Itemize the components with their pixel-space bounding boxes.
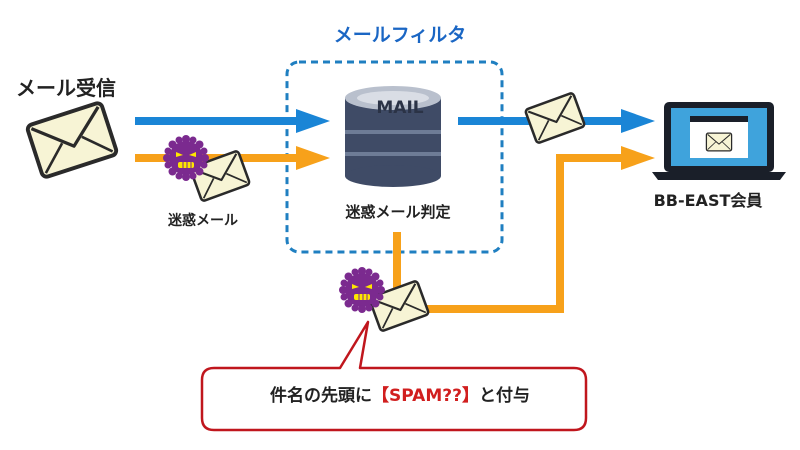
virus-icon-2 [338,266,386,314]
spam-mail-label: 迷惑メール [168,213,238,229]
incoming-mail-icon [24,100,120,180]
spam-judge-label: 迷惑メール判定 [345,203,451,221]
database-label: MAIL [376,98,424,118]
callout-suffix: と付与 [478,386,530,406]
virus-icon [162,134,210,182]
incoming-mail-label: メール受信 [16,76,116,100]
spam-tag: 【SPAM??】 [372,386,479,406]
laptop-member-icon [652,102,786,180]
callout-prefix: 件名の先頭に [270,386,373,406]
member-label: BB-EAST会員 [653,191,763,210]
callout-bubble [200,320,588,432]
blue-flow-in [135,109,330,133]
callout-text: 件名の先頭に【SPAM??】と付与 [212,381,588,406]
mail-database-icon [345,86,441,187]
clean-mail-envelope-icon [523,91,587,145]
orange-flow-spam-path [393,146,655,313]
filter-title: メールフィルタ [333,24,467,46]
